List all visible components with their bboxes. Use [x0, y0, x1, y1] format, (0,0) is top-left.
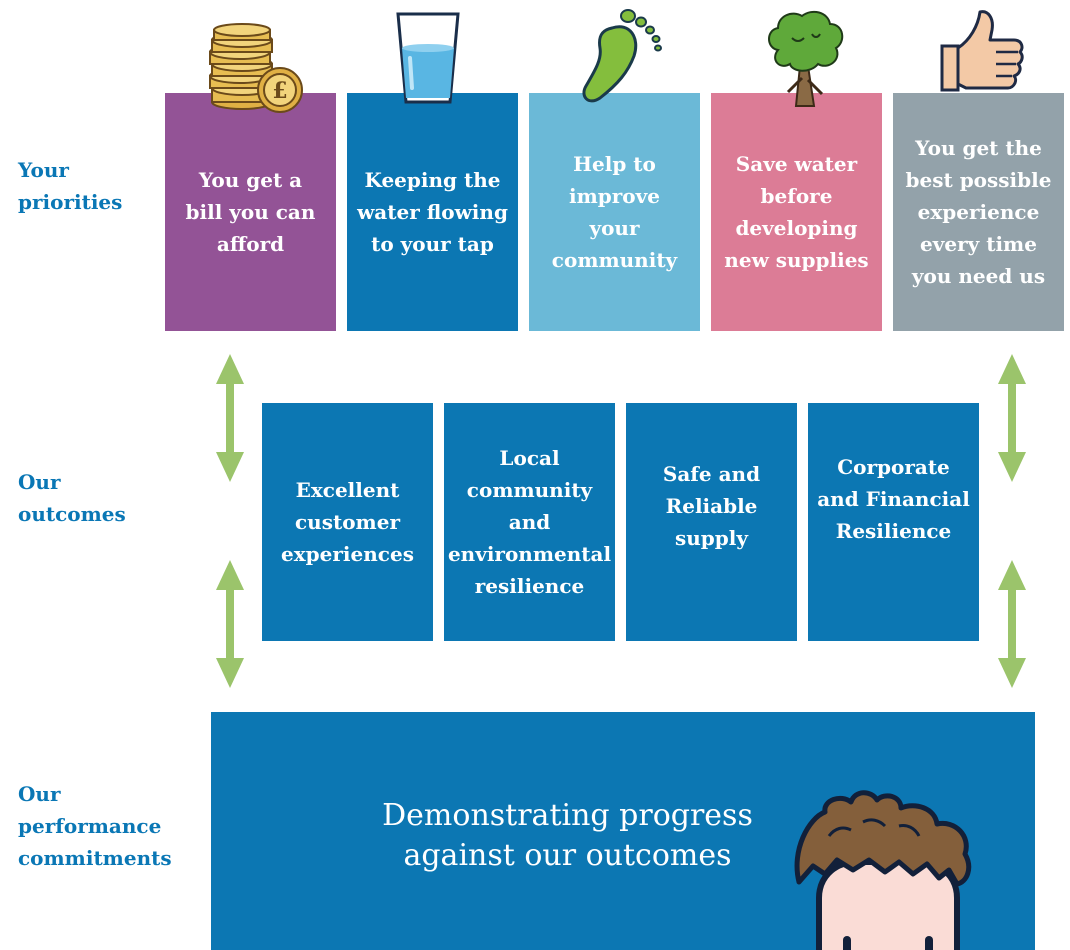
priority-text-line: you need us [911, 264, 1046, 288]
performance-box [211, 712, 1035, 950]
coins-icon: £ [209, 23, 303, 113]
priority-text-line: You get a [198, 168, 303, 192]
priority-box-experience: You get the best possible experience eve… [893, 93, 1064, 331]
row-label-line: performance [18, 814, 162, 838]
priority-text-line: your [589, 216, 640, 240]
outcome-text-line: Corporate [837, 455, 950, 479]
row-label-line: Your [18, 158, 69, 182]
outcome-text-line: supply [675, 526, 748, 550]
priority-text-line: bill you can [185, 200, 316, 224]
row-label-line: commitments [18, 846, 172, 870]
double-arrow-icon [998, 354, 1026, 482]
priority-text-line: before [760, 184, 833, 208]
priority-box-save-water: Save water before developing new supplie… [711, 93, 882, 331]
outcome-text-line: and Financial [817, 487, 970, 511]
priority-text-line: to your tap [371, 232, 494, 256]
priority-text-line: afford [216, 232, 285, 256]
row-label-line: outcomes [18, 502, 126, 526]
outcome-box-supply: Safe and Reliable supply [626, 403, 797, 641]
footprint-icon [582, 9, 662, 103]
priority-text-line: experience [917, 200, 1040, 224]
outcome-text-line: community [466, 478, 593, 502]
priority-text-line: every time [920, 232, 1037, 256]
performance-text: Demonstrating progress against our outco… [211, 796, 924, 876]
row-label-priorities: Your priorities [18, 154, 122, 218]
person-illustration-icon [794, 790, 972, 950]
outcome-text-line: Reliable [665, 494, 758, 518]
svg-text:£: £ [272, 78, 287, 104]
tree-icon [768, 10, 844, 107]
priority-text-line: Save water [735, 152, 858, 176]
performance-text-line: against our outcomes [403, 838, 732, 873]
row-label-outcomes: Our outcomes [18, 466, 126, 530]
outcome-text-line: environmental [447, 542, 612, 566]
priority-text-line: developing [735, 216, 858, 240]
outcome-text-line: customer [295, 510, 400, 534]
outcome-text-line: resilience [474, 574, 585, 598]
priority-text-line: You get the [915, 136, 1042, 160]
row-label-line: Our [18, 782, 61, 806]
priority-text-line: improve [569, 184, 660, 208]
double-arrow-icon [216, 560, 244, 688]
outcome-text-line: Resilience [835, 519, 952, 543]
water-glass-icon [396, 12, 460, 104]
priority-text-line: Help to [573, 152, 656, 176]
priority-text-line: community [551, 248, 678, 272]
double-arrow-icon [998, 560, 1026, 688]
outcome-box-customer: Excellent customer experiences [262, 403, 433, 641]
outcome-text-line: experiences [281, 542, 414, 566]
priority-box-bill: You get a bill you can afford [165, 93, 336, 331]
double-arrow-icon [216, 354, 244, 482]
performance-text-line: Demonstrating progress [382, 798, 753, 833]
row-label-commitments: Our performance commitments [18, 778, 172, 874]
priority-text-line: Keeping the [364, 168, 501, 192]
outcome-box-community: Local community and environmental resili… [444, 403, 615, 641]
priority-box-water: Keeping the water flowing to your tap [347, 93, 518, 331]
row-label-line: Our [18, 470, 61, 494]
priority-text-line: best possible [905, 168, 1052, 192]
priority-text-line: new supplies [724, 248, 869, 272]
outcome-text-line: Excellent [295, 478, 400, 502]
thumbs-up-icon [940, 10, 1024, 92]
priority-text-line: water flowing [357, 200, 508, 224]
outcome-box-financial: Corporate and Financial Resilience [808, 403, 979, 641]
priority-box-community: Help to improve your community [529, 93, 700, 331]
outcome-text-line: Safe and [662, 462, 761, 486]
outcome-text-line: and [508, 510, 551, 534]
row-label-line: priorities [18, 190, 123, 214]
outcome-text-line: Local [499, 446, 560, 470]
